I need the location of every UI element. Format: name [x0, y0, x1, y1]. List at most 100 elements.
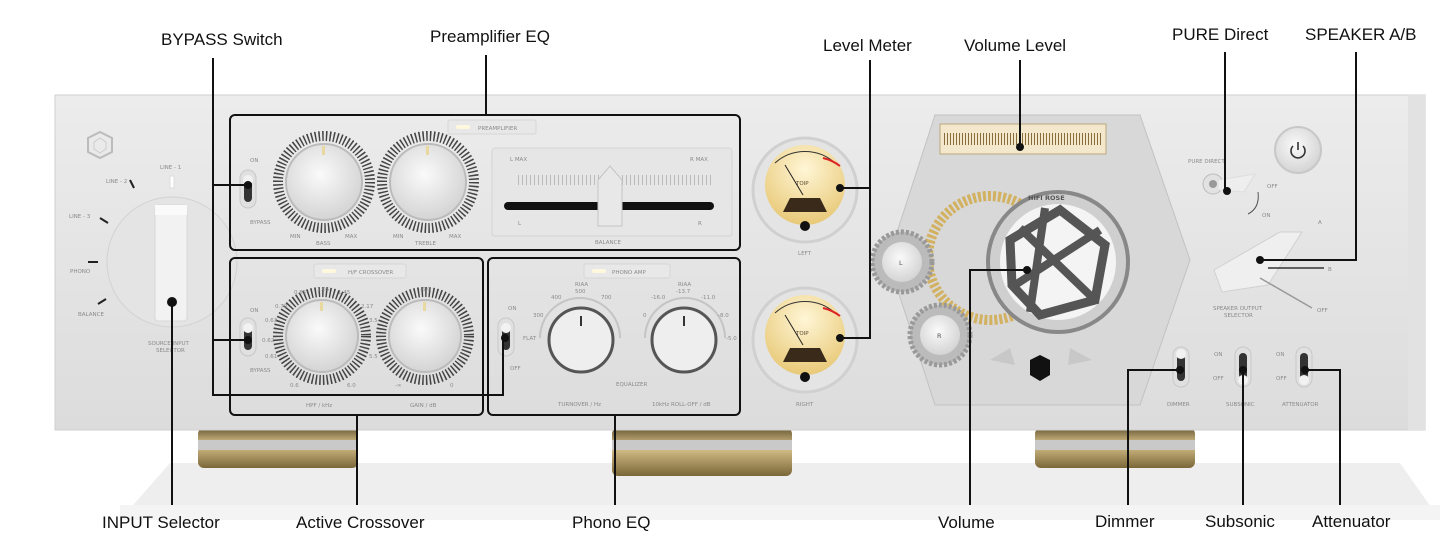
rolloff-tick: -13.7: [676, 289, 691, 295]
left-gear-knob[interactable]: [869, 229, 935, 295]
input-line1-label: LINE - 1: [160, 165, 181, 171]
gain-knob[interactable]: [376, 287, 474, 385]
bass-min-label: MIN: [290, 234, 300, 240]
hpf-tick: 2.17: [361, 304, 374, 310]
input-line2-label: LINE - 2: [106, 179, 127, 185]
gain-tick: -6.0: [420, 287, 431, 293]
power-button[interactable]: [1274, 126, 1322, 174]
callout-input-selector: INPUT Selector: [102, 513, 220, 532]
gain-label: GAIN / dB: [410, 403, 437, 409]
hpf-tick: 0.63: [265, 318, 278, 324]
turnover-tick: 500: [575, 289, 586, 295]
speaker-selector-label-2: SELECTOR: [1224, 313, 1253, 319]
turnover-label: TURNOVER / Hz: [557, 402, 601, 408]
input-selector-label-2: SELECTOR: [156, 348, 185, 354]
turnover-tick: 300: [533, 313, 544, 319]
input-selector-label: SOURCE INPUT: [148, 341, 190, 347]
phono-off-label: OFF: [510, 366, 521, 372]
callout-attenuator: Attenuator: [1312, 512, 1391, 531]
crossover-on-label: ON: [250, 308, 258, 314]
turnover-tick: FLAT: [523, 336, 537, 342]
hpf-tick: 6.0: [347, 383, 356, 389]
input-selector[interactable]: [88, 175, 238, 328]
hpf-tick: 1.05: [317, 287, 330, 293]
right-meter-label: RIGHT: [796, 402, 814, 408]
callout-preamplifier-eq: Preamplifier EQ: [430, 27, 550, 46]
phono-on-label: ON: [508, 306, 516, 312]
side-panel: [1408, 95, 1425, 430]
callout-pure-direct: PURE Direct: [1172, 25, 1269, 44]
speaker-selector-label: SPEAKER OUTPUT: [1213, 306, 1263, 312]
callout-volume: Volume: [938, 513, 995, 532]
balance-l-label: L: [518, 221, 522, 227]
gain-tick: 0: [450, 383, 454, 389]
subsonic-off-label: OFF: [1213, 376, 1224, 382]
attenuator-on-label: ON: [1276, 352, 1284, 358]
rolloff-tick: -16.0: [651, 295, 666, 301]
turnover-riaa-label: RIAA: [575, 282, 588, 288]
hpf-tick: 5.5: [369, 354, 378, 360]
balance-rmax-label: R MAX: [690, 157, 708, 163]
pure-direct-off-label: OFF: [1267, 184, 1278, 190]
hpf-tick: 1.45: [338, 290, 351, 296]
phono-title: PHONO AMP: [612, 270, 646, 276]
turnover-tick: 700: [601, 295, 612, 301]
right-gear-knob[interactable]: [907, 302, 973, 368]
callout-subsonic: Subsonic: [1205, 512, 1275, 531]
pure-direct-on-label: ON: [1262, 213, 1270, 219]
logo-icon: [87, 130, 113, 160]
hpf-tick: 0.61: [265, 354, 277, 360]
left-meter-brand: TOIP: [795, 181, 809, 187]
balance-label: BALANCE: [595, 240, 621, 246]
speaker-a-label: A: [1318, 220, 1322, 226]
callout-speaker-ab: SPEAKER A/B: [1305, 25, 1417, 44]
volume-brand: HIFI ROSE: [1028, 194, 1065, 202]
preamp-on-label: ON: [250, 158, 258, 164]
crossover-bypass-label: BYPASS: [250, 368, 271, 374]
speaker-off-label: OFF: [1317, 308, 1328, 314]
feet: [198, 428, 1195, 476]
balance-r-label: R: [698, 221, 702, 227]
treble-label: TREBLE: [414, 241, 436, 247]
balance-lmax-label: L MAX: [510, 157, 527, 163]
balance-slider[interactable]: [597, 165, 623, 227]
crossover-title: H/F CROSSOVER: [348, 270, 393, 276]
callout-volume-level: Volume Level: [964, 36, 1066, 55]
treble-knob[interactable]: [377, 131, 479, 233]
rolloff-tick: -11.0: [701, 295, 716, 301]
callout-lines: [167, 52, 1357, 505]
hpf-knob[interactable]: [273, 287, 371, 385]
right-meter-brand: TOIP: [795, 331, 809, 337]
input-phono-label: PHONO: [70, 269, 91, 275]
callout-dimmer: Dimmer: [1095, 512, 1155, 531]
preamplifier-title: PREAMPLIFIER: [478, 126, 517, 132]
input-line3-label: LINE - 3: [69, 214, 91, 220]
hpf-tick: 3.5: [369, 318, 378, 324]
turnover-knob[interactable]: [547, 306, 615, 374]
callout-phono-eq: Phono EQ: [572, 513, 650, 532]
hpf-tick: 0.85: [294, 290, 307, 296]
attenuator-off-label: OFF: [1276, 376, 1287, 382]
rolloff-tick: -8.0: [718, 313, 729, 319]
rolloff-label: 10kHz ROLL-OFF / dB: [652, 402, 711, 408]
attenuator-label: ATTENUATOR: [1282, 402, 1319, 408]
hpf-tick: 0.62: [262, 338, 274, 344]
subsonic-label: SUBSONIC: [1226, 402, 1255, 408]
right-gear-label: R: [937, 332, 942, 340]
hex-sensor-icon: [1030, 355, 1050, 381]
subsonic-on-label: ON: [1214, 352, 1222, 358]
rolloff-knob[interactable]: [650, 306, 718, 374]
hpf-label: HPF / kHz: [306, 403, 332, 409]
volume-knob[interactable]: [986, 190, 1130, 334]
treble-min-label: MIN: [393, 234, 403, 240]
rolloff-riaa-label: RIAA: [678, 282, 691, 288]
bass-knob[interactable]: [273, 131, 375, 233]
rolloff-tick: -5.0: [726, 336, 737, 342]
preamp-bypass-label: BYPASS: [250, 220, 271, 226]
speaker-b-label: B: [1328, 267, 1332, 273]
dimmer-label: DIMMER: [1167, 402, 1190, 408]
rolloff-tick: 0: [643, 313, 647, 319]
equalizer-label: EQUALIZER: [616, 382, 648, 388]
base-shelf: [120, 463, 1440, 520]
